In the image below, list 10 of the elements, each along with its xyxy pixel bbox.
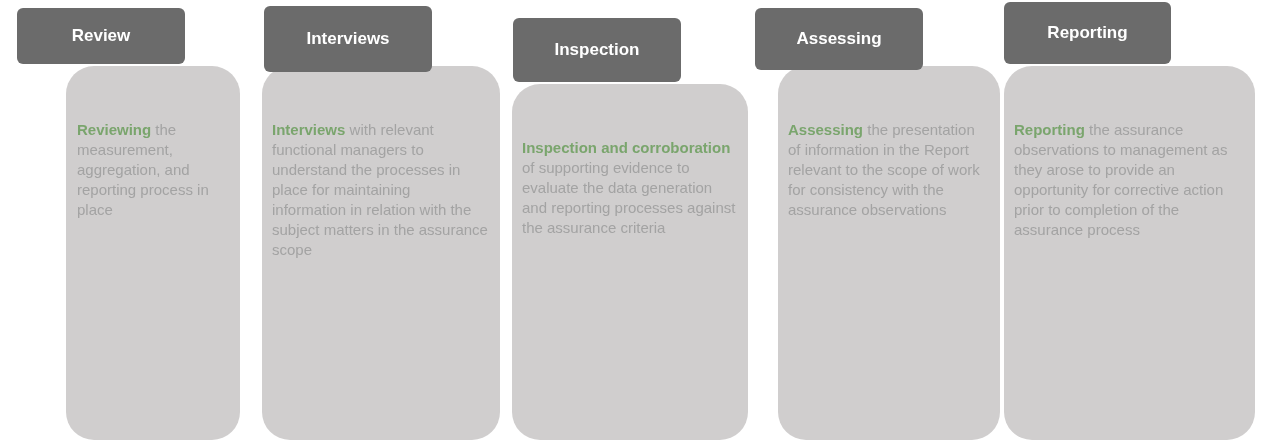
step-card (262, 66, 500, 440)
step-header: Reporting (1004, 2, 1171, 64)
step-header: Assessing (755, 8, 923, 70)
step-card (1004, 66, 1255, 440)
step-header: Interviews (264, 6, 432, 72)
step-card (66, 66, 240, 440)
step-card (512, 84, 748, 440)
step-header: Inspection (513, 18, 681, 82)
step-header: Review (17, 8, 185, 64)
step-card (778, 66, 1000, 440)
